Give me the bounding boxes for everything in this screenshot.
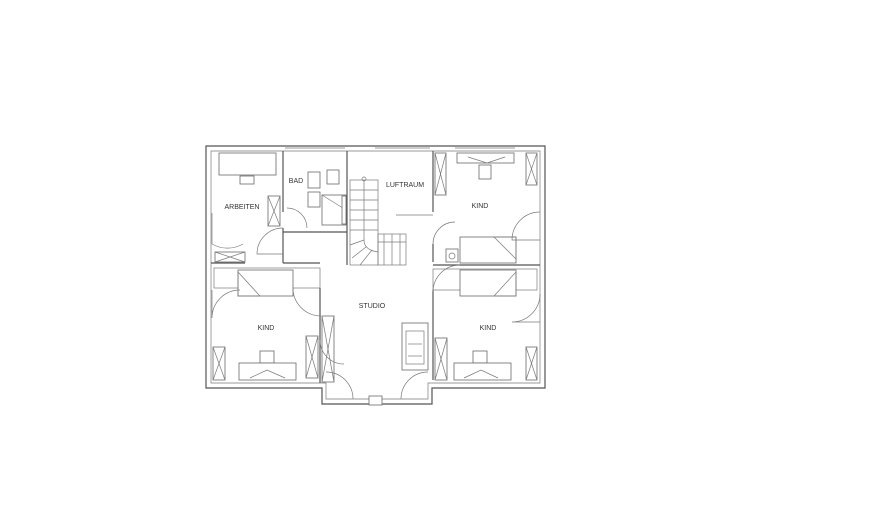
toilet xyxy=(307,171,321,189)
room-label-luftraum: LUFTRAUM xyxy=(386,182,424,189)
chair xyxy=(259,350,275,364)
interior-walls xyxy=(211,147,540,406)
desk xyxy=(218,152,277,176)
room-label-bad: BAD xyxy=(289,178,303,185)
desk xyxy=(456,152,515,164)
room-label-kind-sw: KIND xyxy=(258,325,275,332)
doors xyxy=(211,207,541,400)
furniture xyxy=(212,152,538,383)
sink xyxy=(445,248,459,263)
chair xyxy=(478,164,492,180)
room-label-arbeiten: ARBEITEN xyxy=(224,204,259,211)
chair xyxy=(472,350,488,364)
room-label-studio: STUDIO xyxy=(359,303,386,310)
bed xyxy=(237,269,294,297)
desk xyxy=(453,362,512,381)
outer-walls xyxy=(205,145,546,405)
staircase xyxy=(349,176,407,266)
room-label-kind-ne: KIND xyxy=(472,203,489,210)
bed xyxy=(459,236,517,264)
bidet xyxy=(307,191,321,208)
bed xyxy=(459,269,517,297)
washbasin xyxy=(326,169,340,185)
chair xyxy=(239,175,255,185)
room-label-kind-se: KIND xyxy=(480,325,497,332)
desk xyxy=(238,362,297,381)
